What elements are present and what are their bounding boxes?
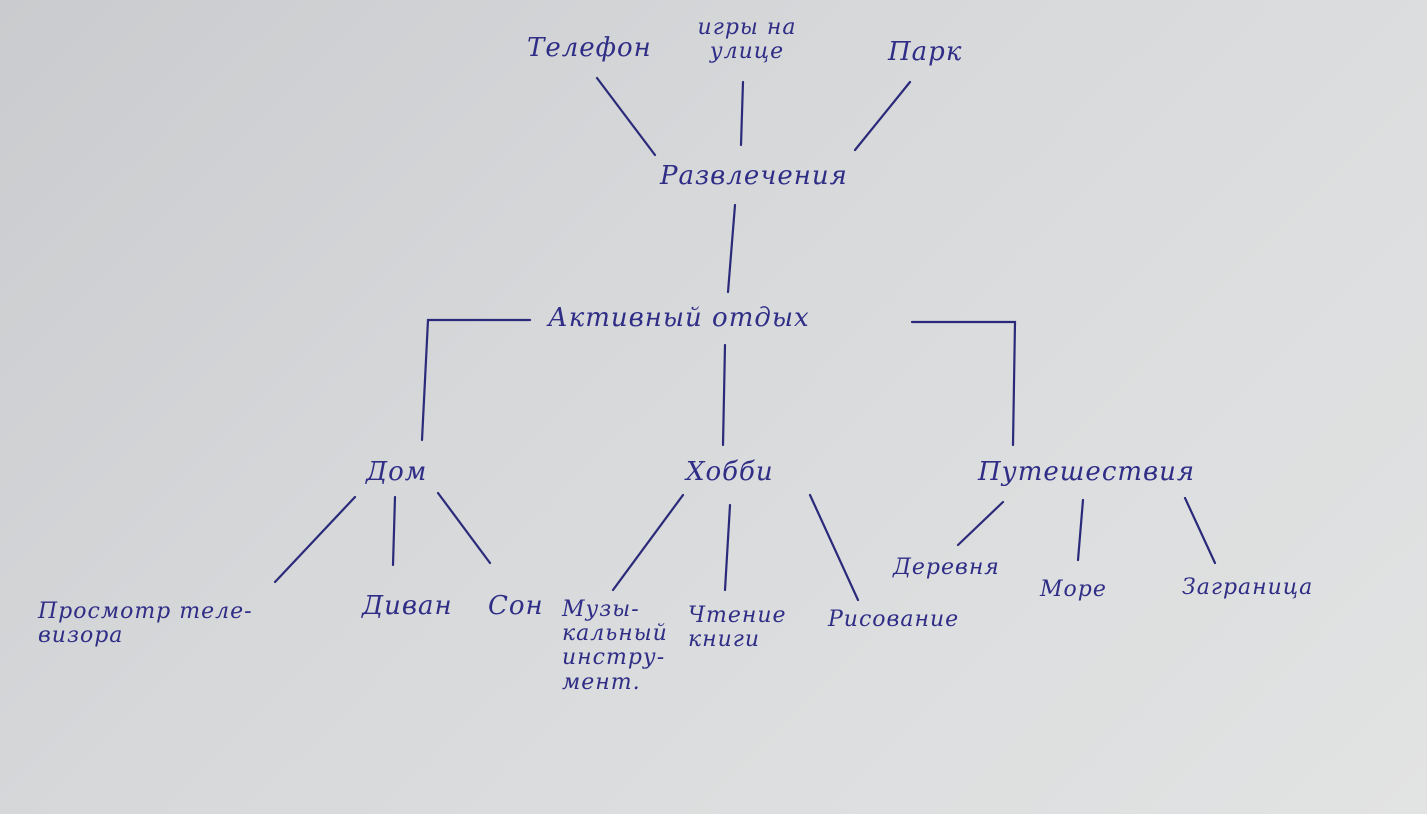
node-reading: Чтение книги [688, 603, 787, 653]
node-abroad: Заграница [1182, 575, 1314, 600]
edge-hobby-music [611, 493, 685, 592]
node-sea: Море [1040, 577, 1107, 602]
node-park: Парк [888, 37, 963, 67]
node-travel: Путешествия [978, 457, 1196, 487]
edge-entertainment-active [726, 203, 737, 294]
edge-phone [595, 76, 657, 157]
node-sleep: Сон [488, 591, 544, 621]
edge-park [853, 80, 912, 152]
edge-home-sleep [436, 491, 492, 565]
node-village: Деревня [893, 555, 1000, 580]
edge-travel-village [956, 500, 1005, 547]
edge-active-travel [910, 320, 1017, 447]
node-active-rest: Активный отдых [548, 303, 810, 333]
node-tv: Просмотр теле-визора [38, 599, 253, 649]
node-phone: Телефон [527, 33, 652, 63]
node-sofa: Диван [362, 591, 453, 621]
edge-home-tv [273, 495, 357, 584]
node-drawing: Рисование [828, 607, 960, 632]
node-hobby: Хобби [686, 457, 774, 487]
edge-hobby-reading [723, 503, 732, 592]
node-home: Дом [366, 457, 428, 487]
edge-active-home [420, 318, 532, 442]
edge-street-games [739, 80, 745, 147]
edge-home-sofa [391, 495, 397, 567]
node-music: Музы-кальный инстру-мент. [562, 597, 668, 695]
edge-hobby-drawing [808, 493, 860, 602]
edge-travel-sea [1076, 498, 1085, 562]
node-entertainment: Развлечения [660, 161, 848, 191]
edge-active-hobby [721, 343, 727, 447]
edge-travel-abroad [1183, 496, 1217, 565]
node-street-games: игры на улице [697, 15, 797, 65]
